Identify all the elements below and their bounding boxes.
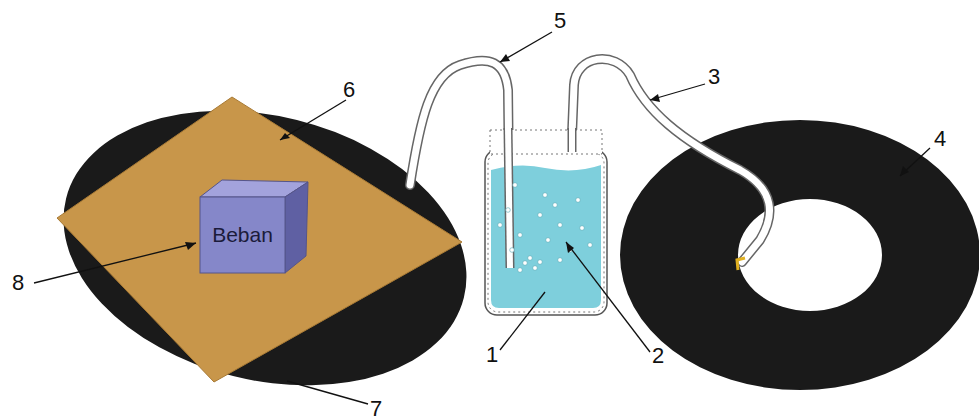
arrowhead: [566, 242, 574, 253]
cube-side: [285, 182, 308, 273]
bubble: [518, 233, 523, 238]
arrowhead: [900, 166, 909, 176]
valve: [737, 258, 745, 270]
bubble: [538, 260, 543, 265]
callout-number: 2: [652, 345, 664, 367]
bubble: [546, 238, 551, 243]
callout-number: 8: [12, 272, 24, 294]
bubble: [523, 261, 528, 266]
cube-front: [200, 197, 285, 273]
bubble: [588, 243, 593, 248]
bubble: [506, 208, 511, 213]
bubble: [498, 223, 503, 228]
hose-in-jar: [508, 128, 510, 268]
callout-number: 3: [708, 66, 720, 88]
bubble: [558, 258, 563, 263]
bubble: [528, 256, 533, 261]
bubble: [558, 223, 563, 228]
bubble: [533, 266, 538, 271]
weight-block: Beban: [200, 197, 285, 273]
callout-number: 5: [554, 10, 566, 32]
arrowhead: [650, 94, 660, 102]
callout-number: 4: [934, 128, 946, 150]
callout-number: 1: [486, 344, 498, 366]
bubble: [543, 193, 548, 198]
hose-in-lid: [568, 128, 577, 152]
inner-tube-right: [620, 120, 979, 390]
bubble: [580, 226, 585, 231]
hose-in-lid-core: [569, 128, 575, 152]
hose-in-jar-core: [508, 128, 510, 268]
arrowhead: [280, 133, 290, 140]
arrowhead: [185, 242, 196, 250]
callout-number: 7: [370, 398, 382, 420]
bubble: [513, 183, 518, 188]
bubble: [538, 213, 543, 218]
block-label: Beban: [212, 223, 273, 247]
bubble: [576, 198, 581, 203]
bubble: [510, 248, 515, 253]
arrowhead: [500, 54, 510, 62]
leader-lines: [34, 32, 930, 404]
bubble: [553, 203, 558, 208]
board: [57, 97, 462, 382]
bubble: [518, 268, 523, 273]
jar-body: [485, 150, 607, 315]
callout-number: 6: [343, 79, 355, 101]
